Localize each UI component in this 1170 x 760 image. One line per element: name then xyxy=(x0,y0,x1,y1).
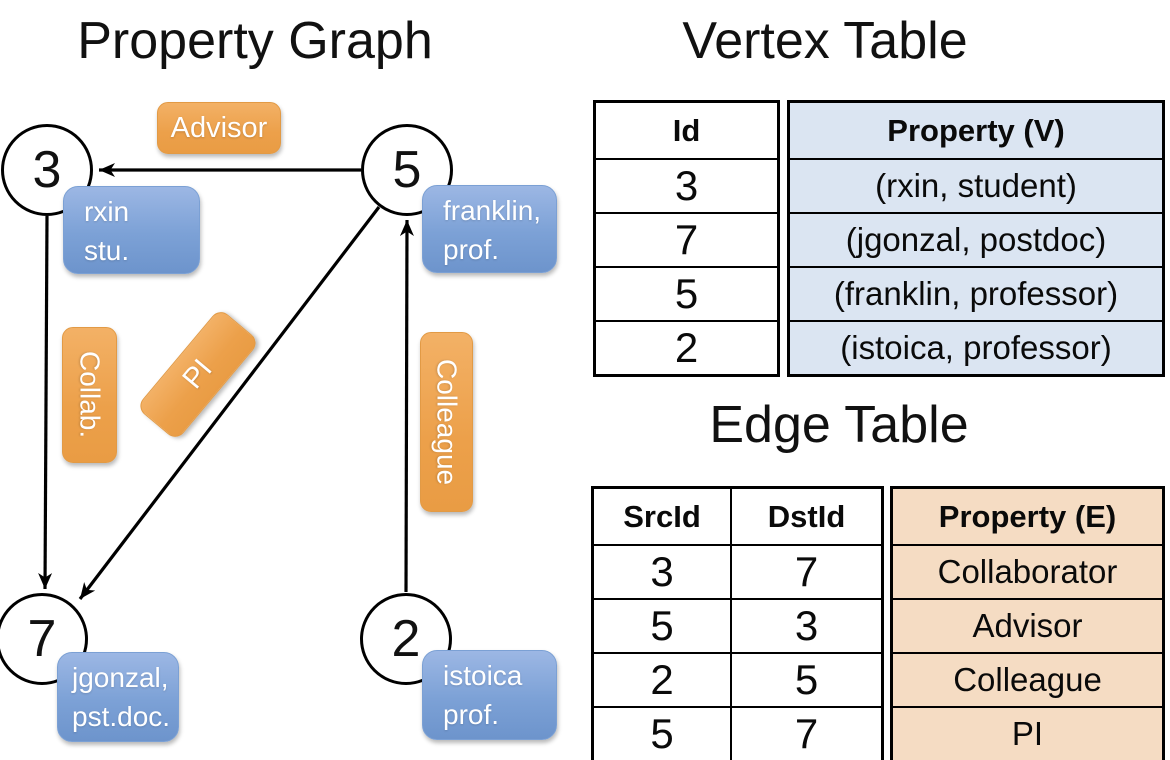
edge-table-property-column: Property (E) Collaborator Advisor Collea… xyxy=(890,486,1165,760)
vertex-id-cell: 5 xyxy=(596,266,777,320)
edge-label-advisor: Advisor xyxy=(157,102,281,154)
node-5: 5 xyxy=(361,124,453,216)
node-2-id: 2 xyxy=(391,610,421,668)
edge-table-title: Edge Table xyxy=(709,396,969,454)
vertex-property-cell: (rxin, student) xyxy=(790,158,1162,212)
vertex-property-cell: (jgonzal, postdoc) xyxy=(790,212,1162,266)
node-info-rxin: rxin stu. xyxy=(63,186,200,274)
node-info-franklin: franklin, prof. xyxy=(422,185,557,273)
node-info-line: prof. xyxy=(443,699,500,730)
vertex-id-cell: 3 xyxy=(596,158,777,212)
node-info-jgonzal: jgonzal, pst.doc. xyxy=(57,652,179,742)
edge-srcid-cell: 5 xyxy=(594,598,730,652)
edge-label-collab: Collab. xyxy=(62,327,117,463)
edge-property-cell: PI xyxy=(893,706,1162,760)
edge-col-header-srcid: SrcId xyxy=(623,498,701,534)
edge-table-id-columns: SrcId DstId 3 7 5 3 2 5 5 7 xyxy=(591,486,884,760)
vertex-property-cell: (franklin, professor) xyxy=(790,266,1162,320)
vertex-property-cell: (istoica, professor) xyxy=(790,320,1162,374)
node-info-line: franklin, xyxy=(443,195,542,226)
vertex-table-title: Vertex Table xyxy=(682,12,968,70)
vertex-col-header-id: Id xyxy=(672,112,701,148)
edge-label-colleague: Colleague xyxy=(420,332,473,512)
vertex-table-id-column: Id 3 7 5 2 xyxy=(593,100,780,377)
edge-col-header-dstid: DstId xyxy=(730,489,881,544)
edge-dstid-cell: 7 xyxy=(730,706,881,760)
edge-srcid-cell: 3 xyxy=(594,544,730,598)
vertex-id-cell: 2 xyxy=(596,320,777,374)
node-info-line: prof. xyxy=(443,234,500,265)
edge-property-cell: Collaborator xyxy=(893,544,1162,598)
node-info-line: rxin xyxy=(84,196,130,227)
edge-property-cell: Advisor xyxy=(893,598,1162,652)
edge-srcid-cell: 2 xyxy=(594,652,730,706)
node-info-line: jgonzal, xyxy=(72,662,169,693)
edge-dstid-cell: 7 xyxy=(730,544,881,598)
edge-dstid-cell: 5 xyxy=(730,652,881,706)
edge-colleague-line xyxy=(399,219,414,593)
property-graph-title: Property Graph xyxy=(77,12,433,70)
node-info-line: pst.doc. xyxy=(72,701,171,732)
node-info-line: istoica xyxy=(443,660,523,691)
node-info-istoica: istoica prof. xyxy=(422,650,557,740)
vertex-col-header-property: Property (V) xyxy=(790,103,1162,158)
vertex-id-cell: 7 xyxy=(596,212,777,266)
node-3-id: 3 xyxy=(32,141,62,199)
node-5-id: 5 xyxy=(392,141,422,199)
vertex-table-property-column: Property (V) (rxin, student) (jgonzal, p… xyxy=(787,100,1165,377)
node-7-id: 7 xyxy=(27,610,57,668)
edge-collab-line xyxy=(38,215,53,590)
edge-pi-line xyxy=(78,206,381,600)
edge-srcid-cell: 5 xyxy=(594,706,730,760)
graph-edges-layer xyxy=(38,163,414,600)
edge-dstid-cell: 3 xyxy=(730,598,881,652)
edge-col-header-property: Property (E) xyxy=(893,489,1162,544)
edge-property-cell: Colleague xyxy=(893,652,1162,706)
node-info-line: stu. xyxy=(84,235,130,266)
